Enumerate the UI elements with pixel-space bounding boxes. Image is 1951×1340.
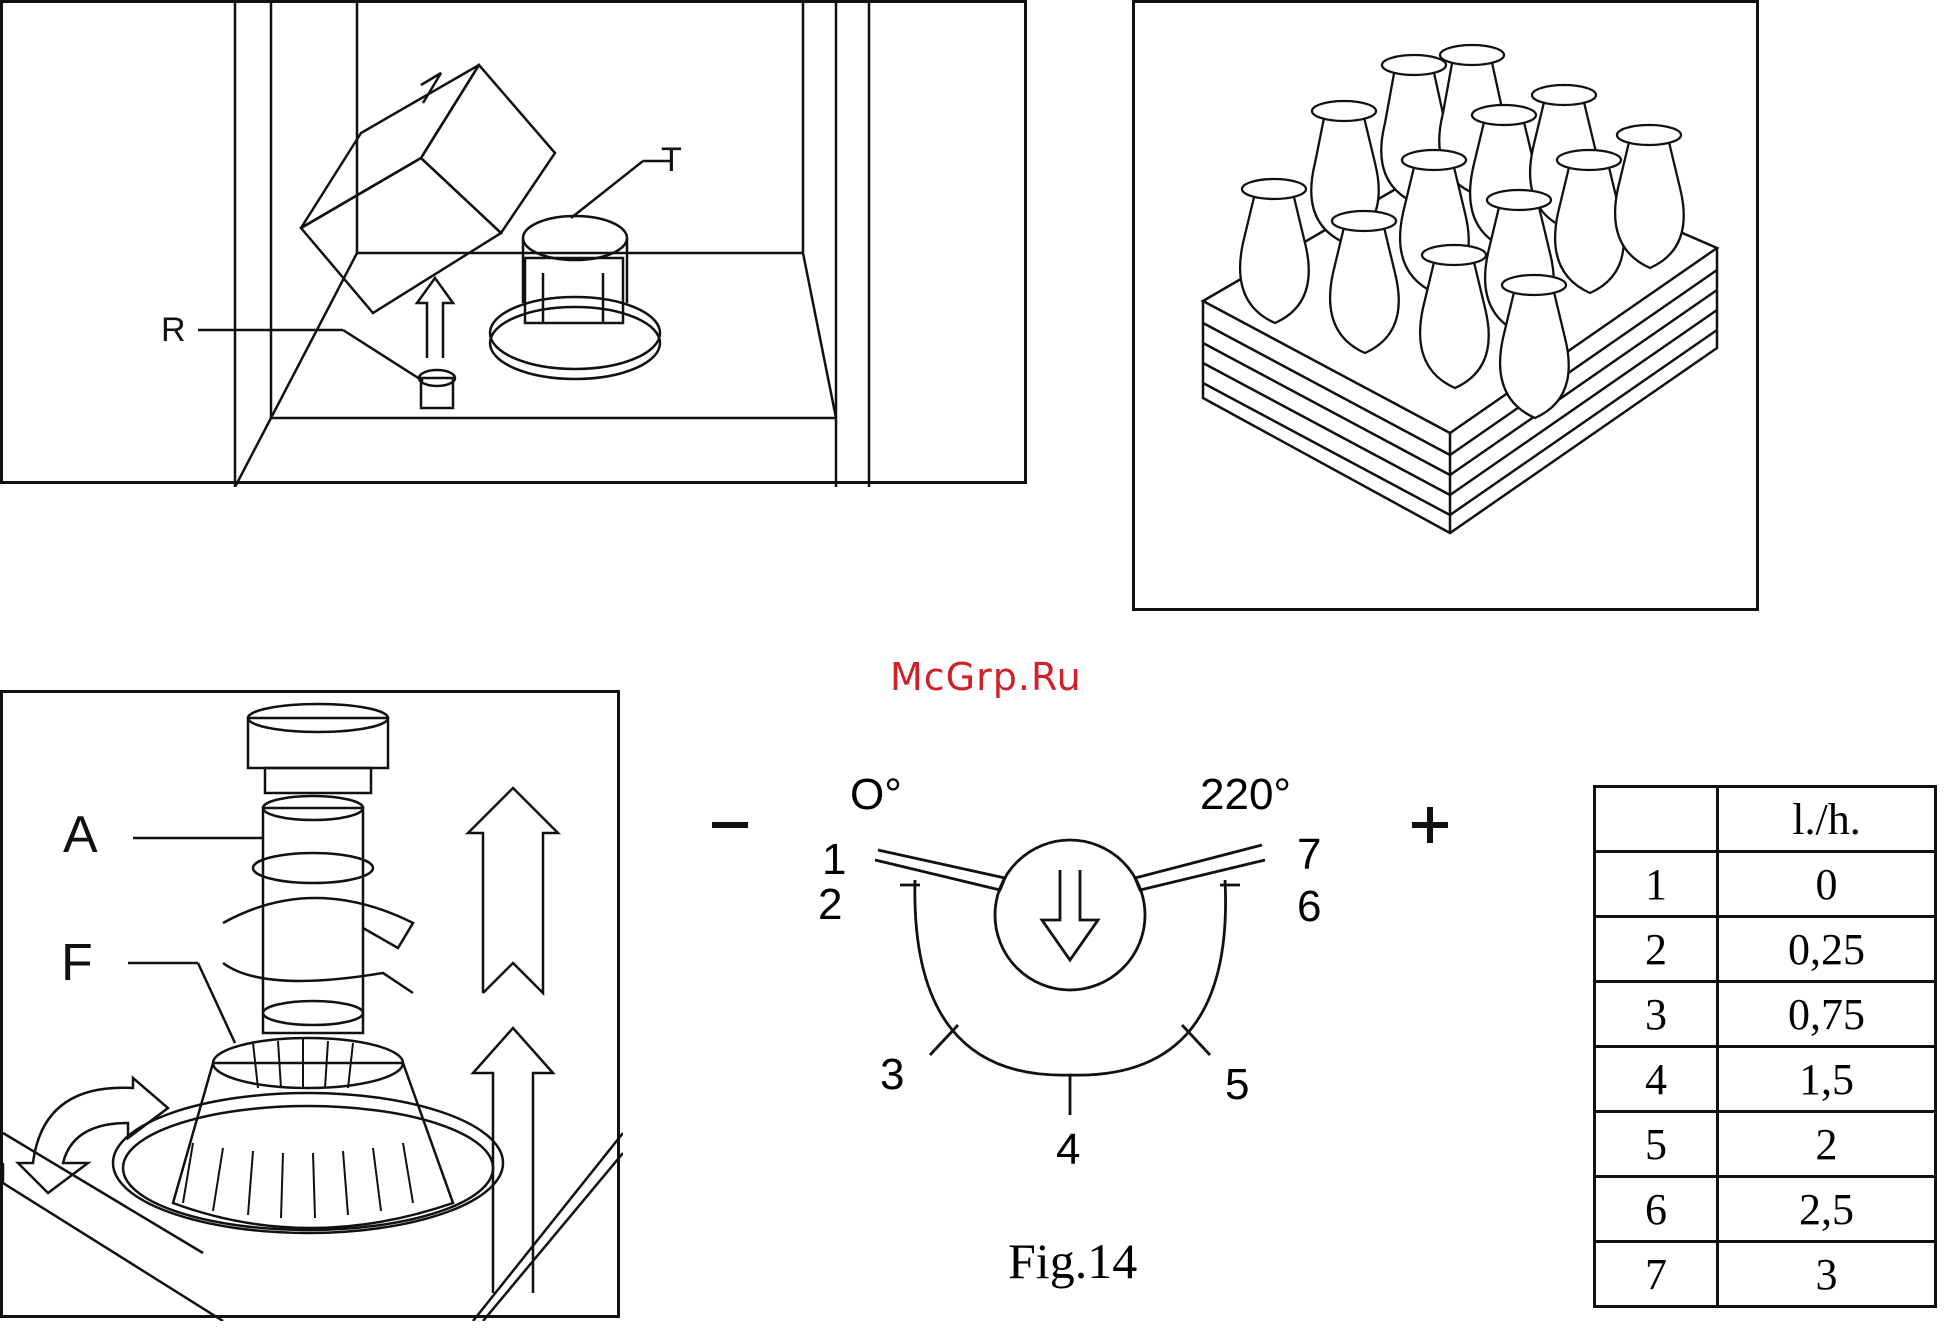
glasses-group [1240,45,1684,418]
dial-angle-max: 220° [1200,770,1291,820]
row-pos: 5 [1595,1112,1718,1177]
illustration-filter-assembly: A F [0,690,620,1318]
row-pos: 6 [1595,1177,1718,1242]
dial-pos-3: 3 [880,1050,904,1100]
glasses-basket-drawing [1135,3,1762,614]
dial-pos-4: 4 [1056,1125,1080,1175]
header-empty-cell [1595,787,1718,852]
illustration-dispenser-interior: T R [0,0,1027,484]
row-value: 0 [1718,852,1936,917]
row-pos: 3 [1595,982,1718,1047]
dial-diagram: O° 220° 1 2 3 4 5 6 7 [700,760,1460,1220]
label-f: F [61,933,93,993]
row-value: 0,75 [1718,982,1936,1047]
row-value: 2,5 [1718,1177,1936,1242]
dial-pos-5: 5 [1225,1060,1249,1110]
dispenser-interior-drawing [3,3,1030,487]
row-value: 3 [1718,1242,1936,1307]
filter-assembly-drawing [3,693,623,1321]
row-value: 2 [1718,1112,1936,1177]
row-value: 0,25 [1718,917,1936,982]
row-value: 1,5 [1718,1047,1936,1112]
label-t: T [661,141,682,180]
label-a: A [63,805,98,865]
label-r: R [161,311,186,350]
row-pos: 1 [1595,852,1718,917]
dial-pos-2: 2 [818,880,842,930]
illustration-glasses-basket [1132,0,1759,611]
watermark-text: McGrp.Ru [890,655,1082,699]
dial-pos-7: 7 [1297,830,1321,880]
row-pos: 7 [1595,1242,1718,1307]
dial-angle-min: O° [850,770,902,820]
header-unit-cell: l./h. [1718,787,1936,852]
row-pos: 4 [1595,1047,1718,1112]
row-pos: 2 [1595,917,1718,982]
table-header-row: l./h. [1595,787,1936,852]
dial-pos-6: 6 [1297,882,1321,932]
figure-caption: Fig.14 [1008,1232,1137,1290]
dial-pos-1: 1 [822,835,846,885]
